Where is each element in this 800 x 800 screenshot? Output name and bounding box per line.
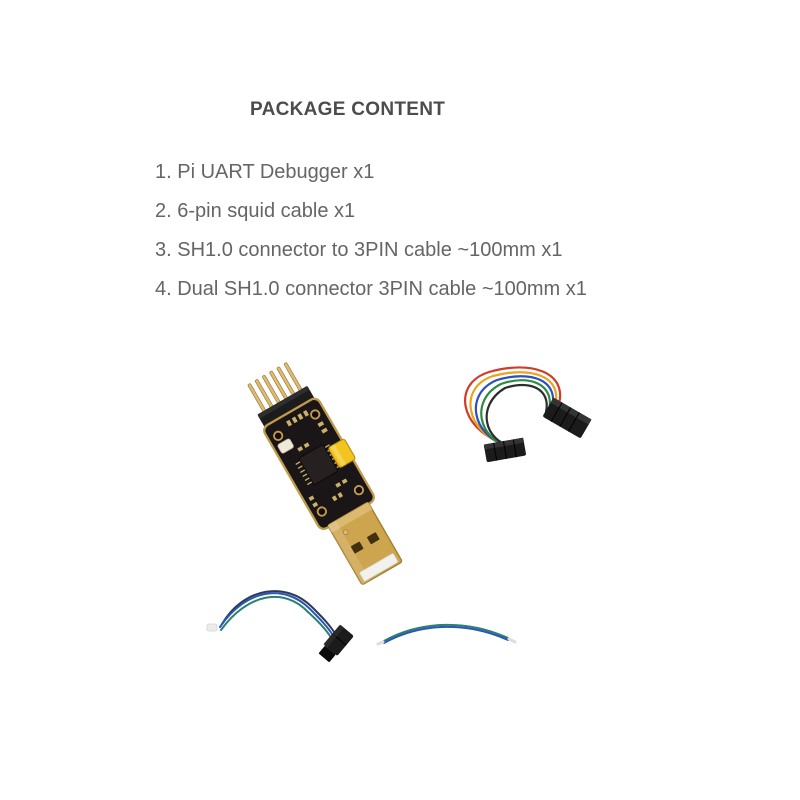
squid-cable-connector-a: [483, 437, 526, 463]
uart-debugger-board: [247, 362, 403, 585]
squid-cable-connector-b: [543, 397, 592, 438]
reset-button: [277, 438, 294, 454]
dual-sh1-cable-tips: [376, 637, 517, 646]
pi-uart-debugger-photo: [247, 362, 403, 585]
sh1-connector-white-tip: [206, 623, 218, 632]
sh1-cable-black-connector: [318, 624, 354, 662]
sh1-cable-wires: [219, 590, 337, 640]
package-content-list: 1. Pi UART Debugger x1 2. 6-pin squid ca…: [155, 153, 587, 309]
usb-a-connector: [327, 502, 403, 585]
squid-wire-bundle: [464, 366, 562, 448]
package-list-item-1: 1. Pi UART Debugger x1: [155, 161, 375, 183]
ic-chip: [295, 444, 342, 486]
pin-header-base: [257, 386, 315, 428]
pcb-board: [263, 397, 375, 530]
squid-cable-photo: [464, 366, 592, 463]
package-list-item-3: 3. SH1.0 connector to 3PIN cable ~100mm …: [155, 239, 563, 261]
header-pins: [247, 362, 304, 414]
smd-pads: [286, 410, 348, 508]
package-list-item-2: 2. 6-pin squid cable x1: [155, 200, 356, 222]
package-list-item-4: 4. Dual SH1.0 connector 3PIN cable ~100m…: [155, 278, 587, 300]
dual-sh1-3pin-cable-photo: [376, 623, 517, 646]
usb-tip: [359, 553, 399, 582]
sh1-3pin-cable-photo: [206, 590, 354, 662]
jumper-cap: [328, 438, 356, 468]
dual-sh1-cable-wires: [383, 623, 509, 644]
package-content-heading: PACKAGE CONTENT: [250, 99, 446, 120]
